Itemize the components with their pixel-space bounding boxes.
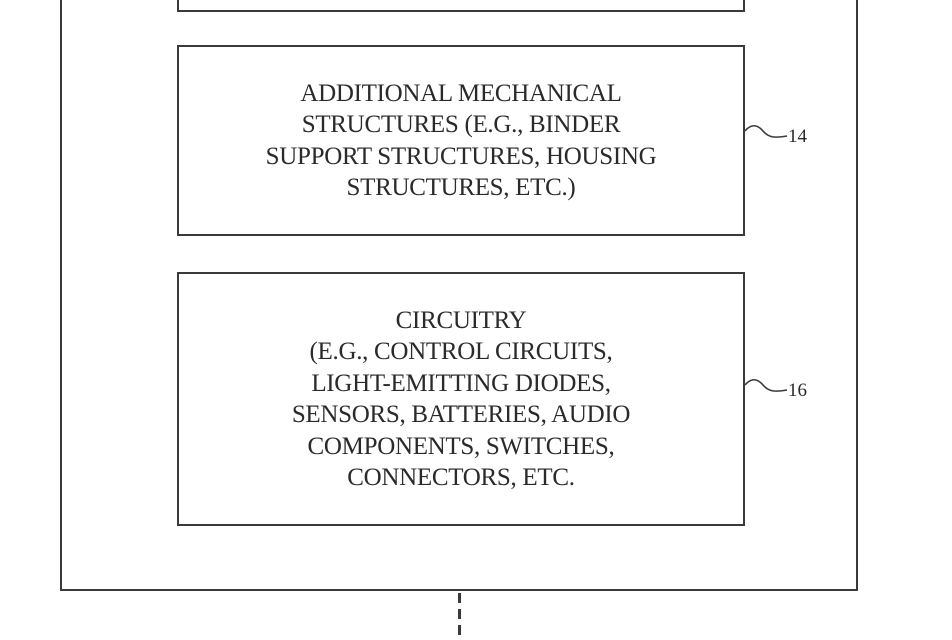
- reference-leader-14: [744, 124, 788, 138]
- box-16-text-line: SENSORS, BATTERIES, AUDIO: [291, 401, 631, 428]
- box-16-text-line: COMPONENTS, SWITCHES,: [307, 432, 615, 460]
- box-14-text-line: STRUCTURES, ETC.): [346, 174, 576, 201]
- box-14-text-line: ADDITIONAL MECHANICAL: [300, 79, 622, 107]
- outer-device-box: [60, 0, 858, 591]
- circuitry-box: CIRCUITRY (E.G., CONTROL CIRCUITS, LIGHT…: [177, 272, 745, 526]
- mechanical-structures-box: ADDITIONAL MECHANICAL STRUCTURES (E.G., …: [177, 45, 745, 236]
- box-16-text-line: CONNECTORS, ETC.: [347, 464, 575, 491]
- box-16-text-line: (E.G., CONTROL CIRCUITS,: [309, 338, 613, 365]
- reference-numeral-16: 16: [788, 380, 807, 401]
- dashed-connector-line: [458, 593, 461, 640]
- top-component-box: [177, 0, 745, 12]
- box-14-text-line: SUPPORT STRUCTURES, HOUSING: [265, 142, 657, 170]
- reference-numeral-14: 14: [788, 126, 807, 147]
- box-14-text-line: STRUCTURES (E.G., BINDER: [301, 111, 621, 138]
- box-16-text-line: CIRCUITRY: [395, 306, 527, 334]
- reference-leader-16: [744, 378, 788, 392]
- box-16-text-line: LIGHT-EMITTING DIODES,: [311, 369, 611, 397]
